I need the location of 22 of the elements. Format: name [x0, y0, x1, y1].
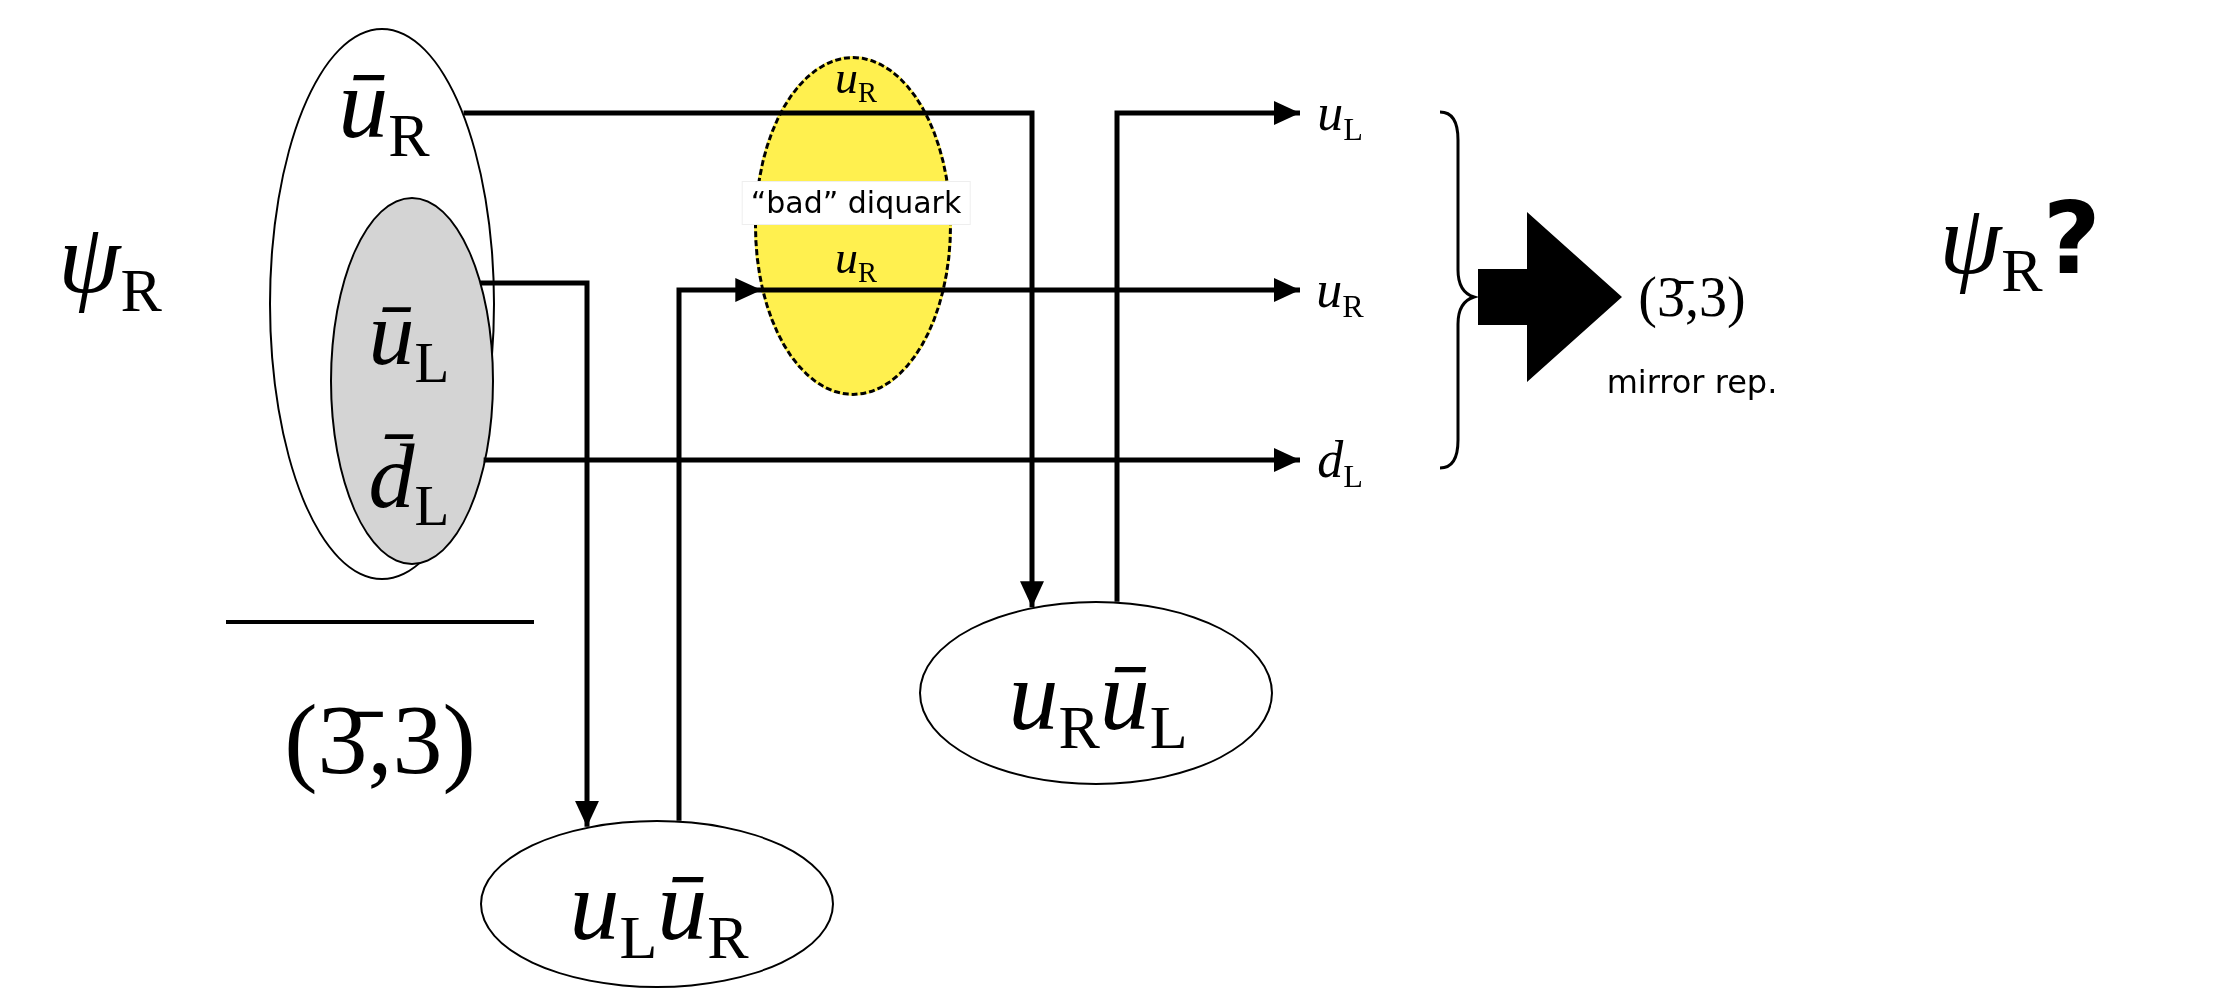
arrow: [483, 448, 1300, 472]
arrow: [676, 278, 762, 821]
quark-symbol: ū$_{R}$: [338, 54, 430, 166]
arrow: [944, 278, 1300, 302]
quark-symbol: u$_{L}$: [1317, 87, 1363, 145]
quark-symbol: u$_{R}$: [835, 234, 877, 288]
quark-pair-symbol: u$_{R}$ū$_{L}$: [1008, 646, 1188, 758]
quark-symbol: u$_{R}$: [1316, 264, 1364, 322]
arrow: [479, 280, 599, 827]
field-symbol: ψ$_{R}$: [58, 209, 162, 321]
quark-symbol: d$_{L}$: [1317, 434, 1363, 492]
quark-symbol: ū$_{L}$: [368, 287, 450, 391]
caption-text: mirror rep.: [1606, 366, 1778, 398]
quark-symbol: u$_{R}$: [835, 54, 877, 108]
quark-pair-symbol: u$_{L}$ū$_{R}$: [569, 856, 749, 968]
arrow: [926, 110, 1044, 608]
field-symbol: ψ$_{R}$?: [1939, 188, 2101, 302]
diquark-label: “bad” diquark: [741, 181, 971, 225]
quark-line: [463, 110, 780, 116]
quark-symbol: d̄$_{L}$: [368, 430, 450, 534]
arrow: [1114, 101, 1300, 602]
block-arrow: [1478, 212, 1622, 382]
